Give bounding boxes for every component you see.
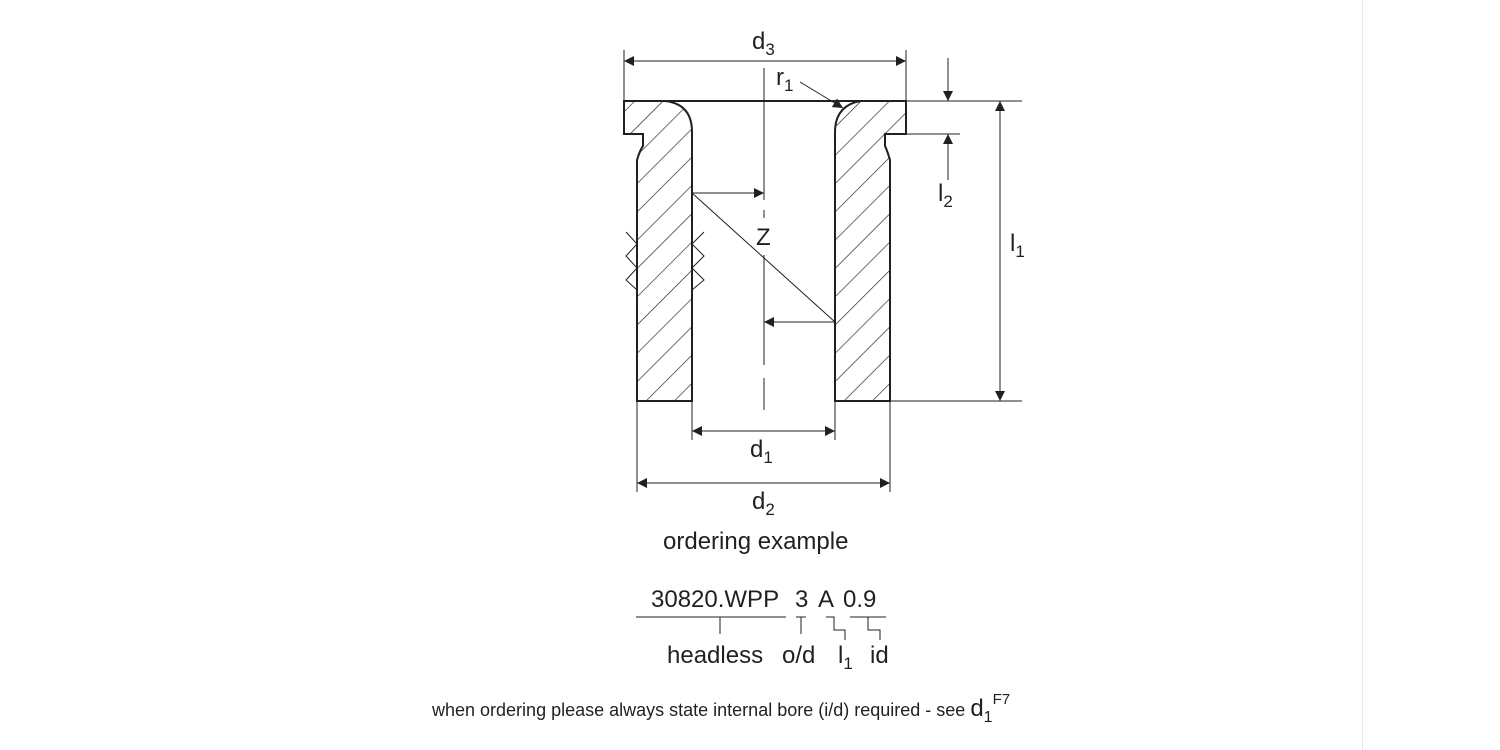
ordering-example-title: ordering example xyxy=(663,528,849,555)
ordering-code-base: 30820.WPP xyxy=(651,586,780,613)
ordering-label-headless: headless xyxy=(667,642,764,669)
ordering-code-id: 0.9 xyxy=(843,586,877,613)
d2-label: d2 xyxy=(752,488,775,519)
bushing-left-wall xyxy=(623,100,693,402)
ordering-label-id: id xyxy=(870,642,889,669)
r1-label: r1 xyxy=(776,64,794,95)
ordering-code-od: 3 xyxy=(795,586,809,613)
dimension-lines xyxy=(623,50,1022,640)
d1-label: d1 xyxy=(750,436,773,467)
l1-label: l1 xyxy=(1010,230,1025,261)
ordering-code-l1: A xyxy=(818,586,835,613)
d3-label: d3 xyxy=(752,28,775,59)
ordering-label-od: o/d xyxy=(782,642,816,669)
z-label: Z xyxy=(756,224,771,251)
l2-label: l2 xyxy=(938,180,953,211)
bushing-right-wall xyxy=(834,100,907,402)
ordering-note: when ordering please always state intern… xyxy=(432,691,1011,726)
ordering-label-l1: l1 xyxy=(838,642,853,673)
page-edge-divider xyxy=(1362,0,1363,750)
